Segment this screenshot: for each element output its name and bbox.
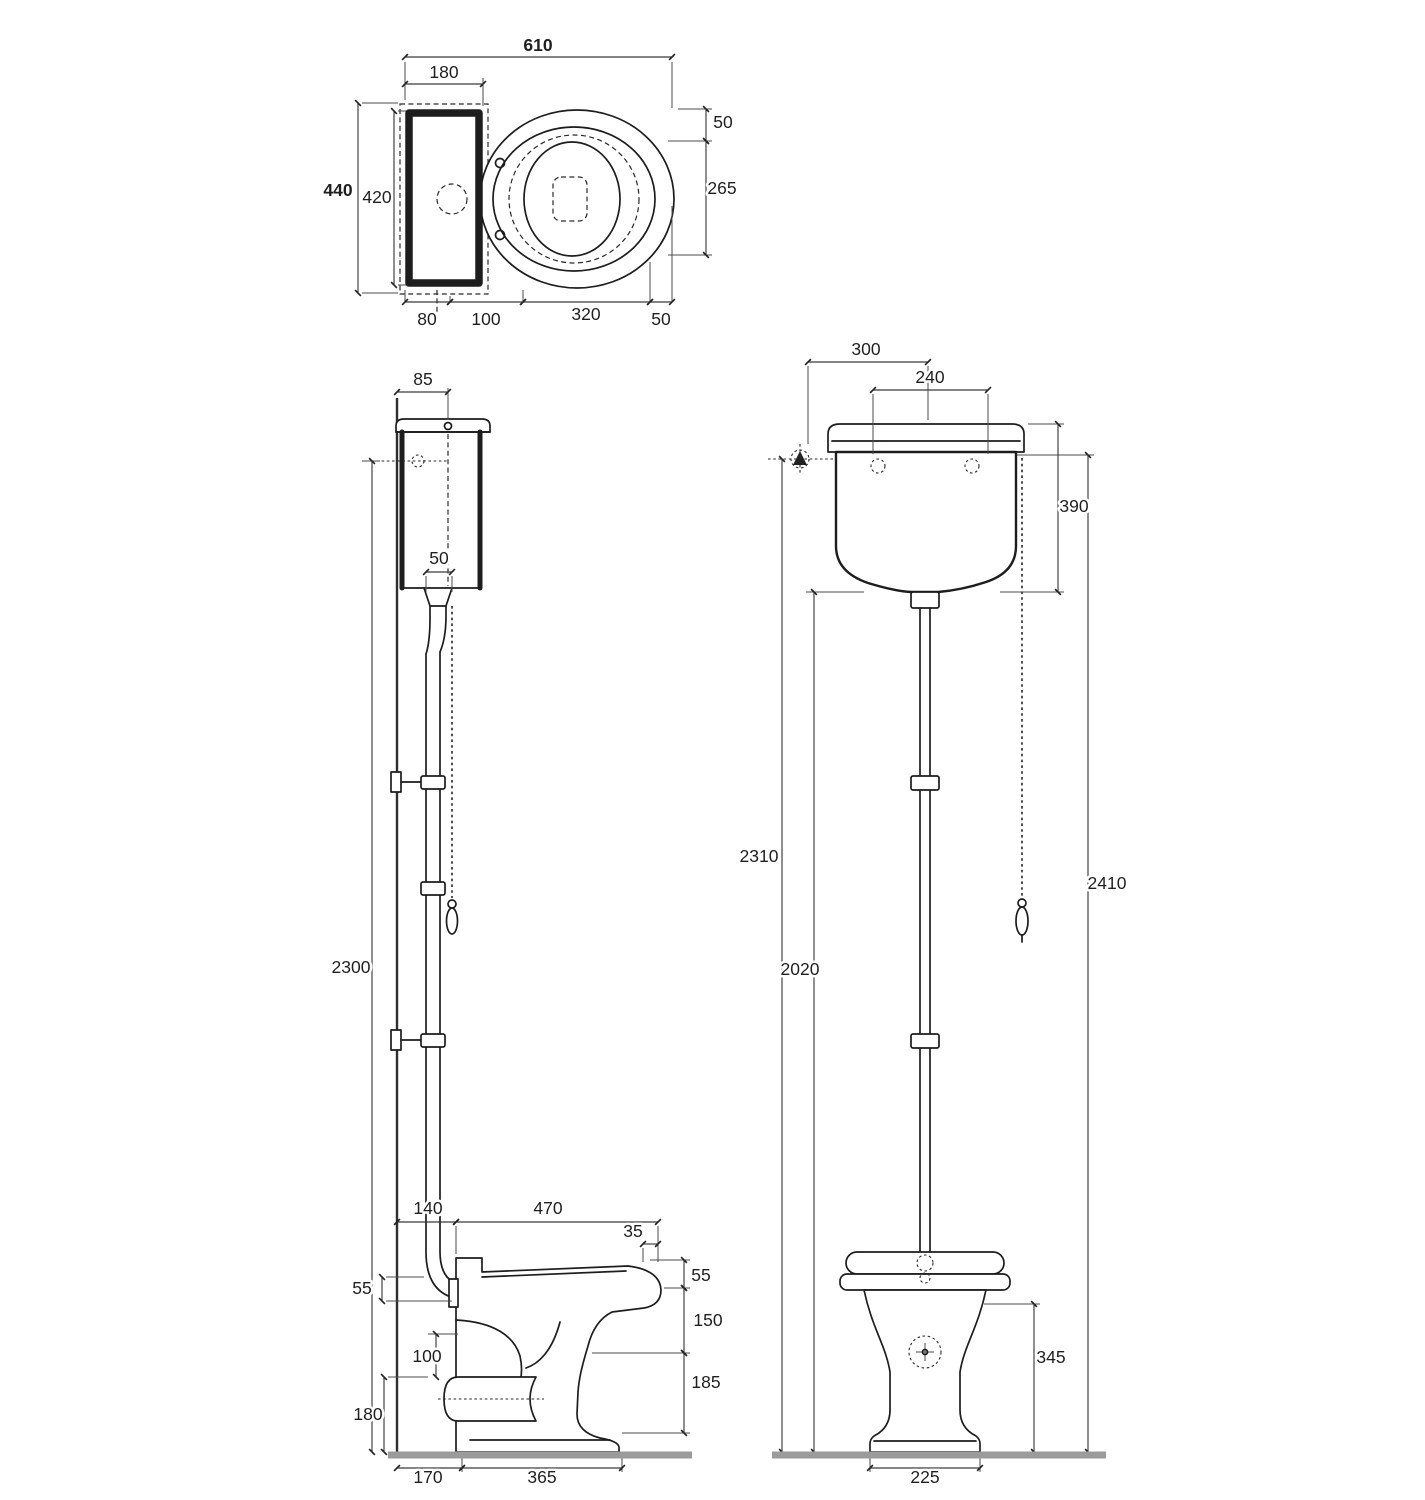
front-view: 300 240 390 2310 2020 2410 345 225 xyxy=(737,337,1129,1490)
dim-label-2300: 2300 xyxy=(332,957,371,977)
cistern-lid-front xyxy=(827,423,1025,453)
dim-label-80: 80 xyxy=(417,309,437,329)
bowl-rim-front xyxy=(839,1273,1011,1291)
dim-label-2410: 2410 xyxy=(1088,873,1127,893)
seat-dashed-line xyxy=(508,134,640,264)
seat-outer-edge xyxy=(492,126,656,272)
dim-label-180: 180 xyxy=(353,1404,382,1424)
dim-label-35: 35 xyxy=(623,1221,642,1241)
dim-label-365: 365 xyxy=(527,1467,556,1487)
dim-label-55-left: 55 xyxy=(352,1278,371,1298)
front-view-drawing xyxy=(768,423,1094,1453)
cistern-lid-side xyxy=(395,418,491,433)
pull-handle-side xyxy=(445,907,459,935)
dim-label-470: 470 xyxy=(533,1198,562,1218)
pipe-coupling-upper-front xyxy=(910,775,940,791)
dim-label-50-bottom: 50 xyxy=(651,309,671,329)
front-view-dimension-lines xyxy=(778,358,1092,1472)
dim-label-440: 440 xyxy=(323,180,352,200)
top-view-labels: 610 180 440 420 50 265 80 100 320 50 xyxy=(321,33,739,332)
flush-pipe-inner xyxy=(439,605,471,1287)
inlet-circle-dashed xyxy=(790,449,810,469)
dim-label-320: 320 xyxy=(571,304,600,324)
dim-label-185: 185 xyxy=(691,1372,720,1392)
dim-label-2310: 2310 xyxy=(740,846,779,866)
side-view-labels: 85 50 2300 140 470 35 55 55 150 100 185 … xyxy=(329,367,725,1490)
dim-label-265: 265 xyxy=(707,178,736,198)
front-view-labels: 300 240 390 2310 2020 2410 345 225 xyxy=(737,337,1129,1490)
dim-label-85: 85 xyxy=(413,369,432,389)
wall-bracket-upper xyxy=(390,771,402,793)
bowl-opening-edge xyxy=(523,141,621,257)
fixing-hole-left-dashed xyxy=(870,458,886,474)
pipe-flange xyxy=(448,1278,459,1308)
outlet-dashed-circle xyxy=(908,1335,942,1369)
trap-curve-2 xyxy=(525,1321,561,1369)
dim-label-150: 150 xyxy=(693,1310,722,1330)
top-view-dimension-lines xyxy=(354,53,712,306)
inlet-dashed-lower xyxy=(919,1272,931,1284)
valve-dashed-circle xyxy=(436,183,468,215)
inlet-dashed-upper xyxy=(916,1254,934,1272)
seat-hinge-right xyxy=(494,229,506,241)
dim-label-610: 610 xyxy=(523,35,552,55)
seat-line-side xyxy=(481,1270,627,1278)
lid-hole xyxy=(443,421,453,431)
dim-label-180: 180 xyxy=(429,62,458,82)
cistern-outlet-funnel xyxy=(423,587,453,607)
fixing-hole-right-dashed xyxy=(964,458,980,474)
dim-label-240: 240 xyxy=(915,367,944,387)
pan-side-outline xyxy=(455,1257,662,1453)
dim-label-100-outlet: 100 xyxy=(412,1346,441,1366)
dim-label-2020: 2020 xyxy=(781,959,820,979)
pedestal-front-outline xyxy=(863,1289,987,1453)
toilet-plan-drawing xyxy=(399,103,675,314)
pull-handle-front xyxy=(1015,906,1029,936)
side-view-drawing xyxy=(366,398,662,1453)
chain-ring-front xyxy=(1017,898,1027,908)
side-view-dimension-lines xyxy=(362,388,690,1472)
top-view: 610 180 440 420 50 265 80 100 320 50 xyxy=(321,33,739,332)
dim-label-345: 345 xyxy=(1036,1347,1065,1367)
dim-label-55-right: 55 xyxy=(691,1265,710,1285)
dim-label-225: 225 xyxy=(910,1467,939,1487)
cistern-plan-outline xyxy=(405,109,483,287)
wall-bracket-lower xyxy=(390,1029,402,1051)
pipe-coupling-lower-front xyxy=(910,1033,940,1049)
outlet-center-dot xyxy=(921,1348,929,1356)
dim-label-300: 300 xyxy=(851,339,880,359)
side-view: 85 50 2300 140 470 35 55 55 150 100 185 … xyxy=(329,367,725,1490)
cistern-plan-dashed-outline xyxy=(399,103,489,295)
dim-label-50-pipe: 50 xyxy=(429,548,449,568)
flush-inlet-dashed xyxy=(552,176,588,222)
cistern-body-front xyxy=(834,450,1018,594)
seat-hinge-left xyxy=(494,157,506,169)
chain-ring-side xyxy=(447,899,457,909)
dim-label-390: 390 xyxy=(1059,496,1088,516)
pipe-connector-front xyxy=(910,591,940,609)
pipe-coupling-lower xyxy=(420,1033,446,1048)
dim-label-170: 170 xyxy=(413,1467,442,1487)
inlet-valve-symbol xyxy=(793,451,807,465)
inlet-hole-dashed xyxy=(411,454,425,468)
flush-pipe-outer xyxy=(425,605,471,1301)
dim-label-50-top: 50 xyxy=(713,112,733,132)
pipe-coupling-middle xyxy=(420,881,446,896)
dim-label-140: 140 xyxy=(413,1198,442,1218)
pipe-coupling-upper xyxy=(420,775,446,790)
dim-label-100: 100 xyxy=(471,309,500,329)
dim-label-420: 420 xyxy=(362,187,391,207)
